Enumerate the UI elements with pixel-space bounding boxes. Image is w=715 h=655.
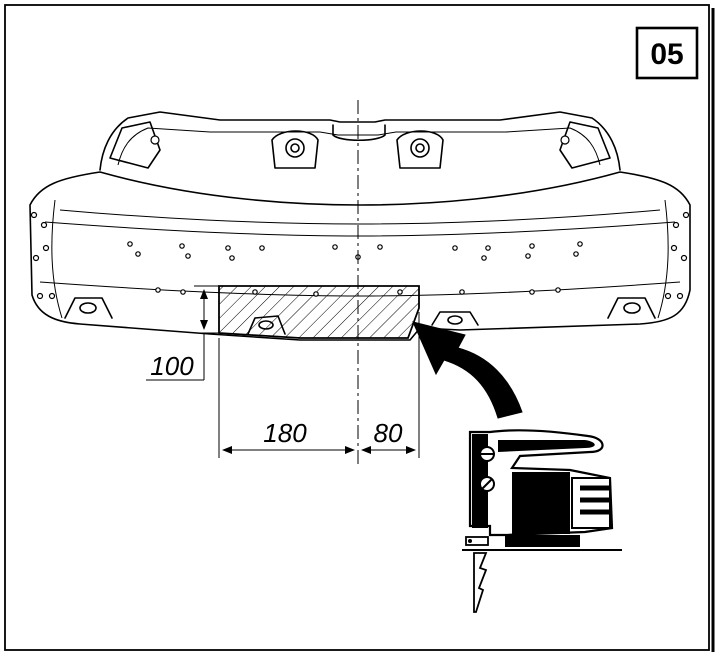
height-label: 100: [150, 351, 194, 381]
cut-area: [218, 285, 420, 339]
page-border: [4, 4, 710, 651]
jigsaw-icon: [462, 429, 622, 613]
curved-arrow-icon: [412, 321, 523, 419]
bumper-icon: [29, 111, 691, 341]
height-dimension: 100: [146, 285, 219, 381]
right-width-label: 80: [374, 418, 403, 448]
step-badge: 05: [635, 26, 699, 80]
left-width-label: 180: [263, 418, 307, 448]
step-number: 05: [650, 38, 683, 71]
